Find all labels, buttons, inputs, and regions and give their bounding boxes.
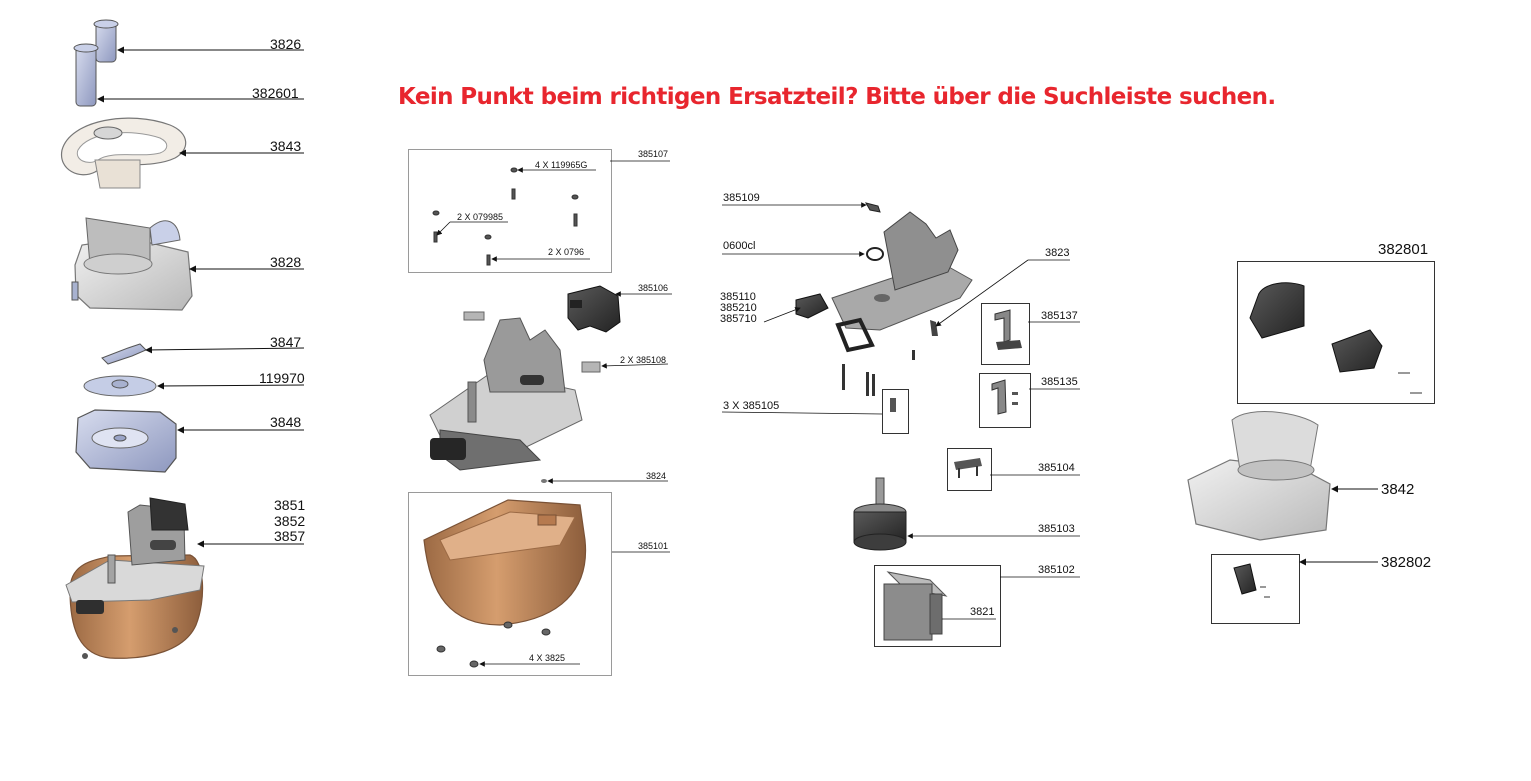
part-screws-385107 [432,167,579,266]
box-385105 [882,389,909,434]
part-385104 [954,458,982,478]
part-3828 [71,217,193,311]
label-3842: 3842 [1381,481,1415,498]
box-382802 [1211,554,1300,624]
label-119970: 119970 [259,370,305,386]
part-382801 [1249,282,1422,394]
part-3848 [75,409,177,473]
part-3826 [73,19,119,107]
label-3848: 3848 [270,414,302,430]
part-3851-assembly [65,497,205,659]
label-385110: 385110 [720,291,756,303]
label-3825: 4 X 3825 [529,653,566,663]
label-382802: 382802 [1381,554,1432,571]
part-3825-feet [436,621,551,668]
label-385107: 385107 [638,149,669,159]
part-382802 [1233,563,1270,598]
label-382601: 382601 [252,85,299,101]
label-0796: 2 X 0796 [548,247,585,257]
label-3843: 3843 [270,138,302,154]
box-385104 [947,448,992,491]
label-385135: 385135 [1041,376,1078,388]
part-motor-plate [831,211,973,353]
label-0600cl: 0600cl [723,240,756,252]
label-385109: 385109 [723,192,760,204]
part-385135 [991,379,1018,415]
label-385106: 385106 [638,283,669,293]
part-3847 [101,343,147,365]
box-385101 [408,492,612,676]
label-385105: 3 X 385105 [723,400,780,412]
label-385104: 385104 [1038,462,1075,474]
label-3821: 3821 [970,606,995,618]
part-385102 [883,571,948,641]
label-385101: 385101 [638,541,669,551]
label-079985: 2 X 079985 [457,212,504,222]
box-382801 [1237,261,1435,404]
part-385103 [853,477,907,551]
box-385102 [874,565,1001,647]
part-3842 [1187,411,1331,541]
label-385102: 385102 [1038,564,1075,576]
label-3852: 3852 [274,513,306,529]
label-3823: 3823 [1045,247,1070,259]
label-3826: 3826 [270,36,302,52]
label-3851: 3851 [274,497,306,513]
label-3857: 3857 [274,528,306,544]
label-3828: 3828 [270,254,302,270]
label-3847: 3847 [270,334,302,350]
part-119970 [83,375,157,397]
label-385108: 2 X 385108 [620,355,667,365]
label-385103: 385103 [1038,523,1075,535]
label-382801: 382801 [1378,241,1429,258]
box-385135 [979,373,1031,428]
box-385137 [981,303,1030,365]
part-385106 [567,285,621,333]
part-base-assembly [429,311,601,471]
part-385101 [423,499,587,626]
label-385710: 385710 [720,313,757,325]
search-notice: Kein Punkt beim richtigen Ersatzteil? Bi… [398,84,1276,110]
part-385137 [994,309,1022,350]
part-3843 [61,117,187,189]
label-3824: 3824 [646,471,667,481]
box-385107 [408,149,612,273]
label-385137: 385137 [1041,310,1078,322]
part-hardware [842,350,915,396]
label-385210: 385210 [720,302,757,314]
label-119965g: 4 X 119965G [535,160,588,170]
